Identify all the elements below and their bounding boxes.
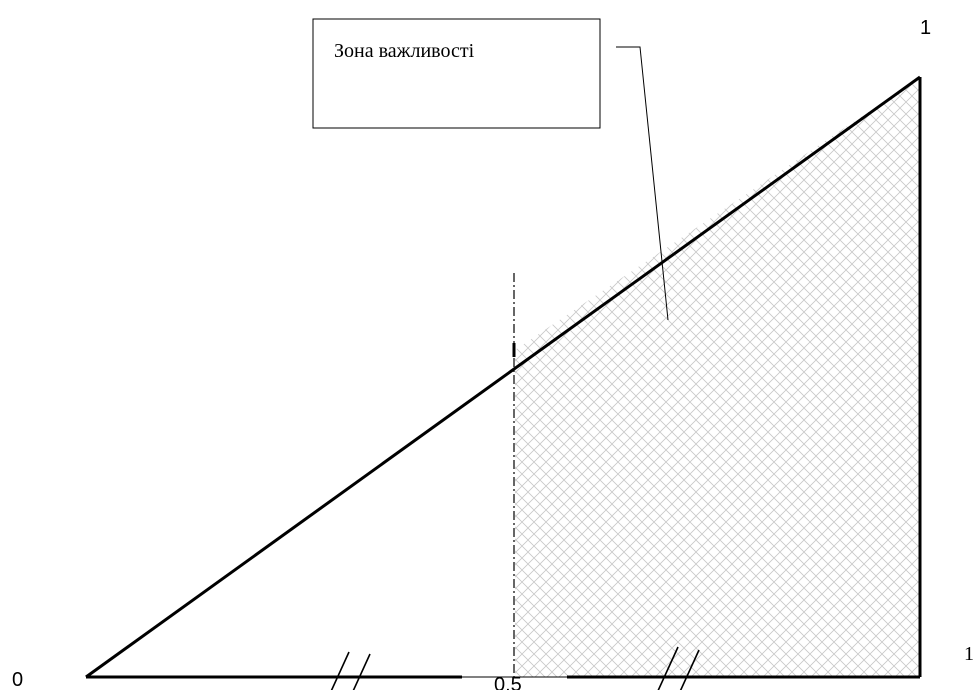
zone-label-box — [312, 18, 601, 129]
callout-leader-line — [616, 46, 669, 321]
equal-segment-mark-left — [330, 651, 371, 690]
bottom-right-label: 1 — [964, 643, 974, 665]
equal-segment-mark-right — [657, 646, 700, 690]
top-right-label: 1 — [920, 17, 931, 39]
origin-label: 0 — [12, 669, 23, 690]
diagonal-line — [85, 75, 921, 679]
midpoint-label: 0,5 — [494, 674, 522, 690]
zone-label-text: Зона важливості — [334, 40, 475, 62]
importance-zone-hatched-area — [515, 77, 920, 677]
